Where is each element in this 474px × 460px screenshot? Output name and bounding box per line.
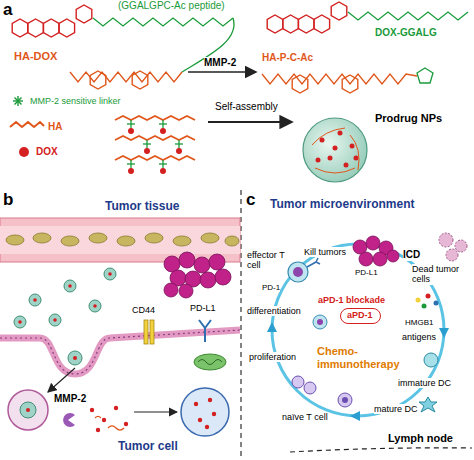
- organ-label: Lymph node: [388, 432, 453, 445]
- legend-text: DOX: [36, 146, 58, 158]
- step-label: differentiation: [247, 306, 301, 316]
- step-label: proliferation: [249, 352, 296, 362]
- antibody-pill: aPD-1: [340, 308, 381, 324]
- receptor-label: PD-L1: [355, 268, 378, 277]
- cell-label: immature DC: [398, 378, 451, 388]
- blockade-label: aPD-1 blockade: [318, 295, 385, 305]
- step-label: antigens: [402, 332, 436, 342]
- product-label: HA-P-C-Ac: [262, 52, 313, 64]
- receptor-label: PD-L1: [190, 303, 216, 313]
- cell-label: effector T cell: [247, 250, 285, 271]
- step-label: Kill tumors: [304, 247, 346, 257]
- panel-letter: b: [3, 190, 13, 210]
- therapy-label: Chemo-immunotherapy: [317, 345, 403, 370]
- peptide-label: (GGALGPC-Ac peptide): [118, 0, 225, 12]
- step-label: ICD: [403, 249, 420, 261]
- panel-heading: Tumor microenvironment: [270, 198, 414, 212]
- cell-label: Dead tumor cells: [412, 264, 470, 285]
- cell-label: naïve T cell: [282, 412, 328, 422]
- nanoparticle-label: Prodrug NPs: [375, 112, 442, 125]
- conjugate-label: HA-DOX: [14, 50, 57, 63]
- panel-heading: Tumor tissue: [105, 200, 179, 214]
- receptor-label: CD44: [132, 305, 155, 315]
- enzyme-label: MMP-2: [54, 393, 86, 405]
- panel-letter: c: [246, 190, 255, 210]
- node-text: aPD-1: [347, 310, 373, 320]
- cell-label: mature DC: [374, 404, 418, 414]
- legend-text: HA: [48, 121, 62, 133]
- legend-text: MMP-2 sensitive linker: [30, 96, 121, 106]
- enzyme-label: MMP-2: [204, 57, 236, 69]
- molecule-label: HMGB1: [405, 318, 433, 327]
- receptor-label: PD-1: [262, 283, 280, 292]
- cell-label: Tumor cell: [118, 440, 178, 454]
- product-label: DOX-GGALG: [375, 27, 437, 39]
- panel-letter: a: [3, 0, 12, 20]
- process-label: Self-assembly: [215, 101, 278, 113]
